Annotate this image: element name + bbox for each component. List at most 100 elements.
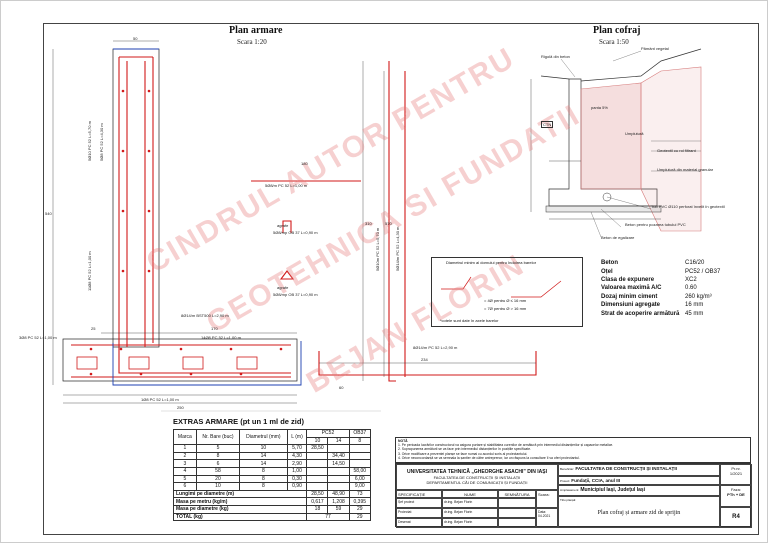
note-line: 2. Suprapunerea armăturii se va face pri… [398,447,532,452]
tb-pr-nr: Pr.nr. 1/2021 [720,464,752,485]
hdr-l: L (m) [286,428,308,446]
plan-armare-scale: Scara 1:20 [237,38,267,46]
tb-hdr-nume: NUME [442,490,498,498]
label-tub-pvc: Tub PVC Ø110 perforat învelit în geotext… [651,204,725,209]
label-umplutura: Umplutură [625,131,644,136]
label-beton-pozare: Beton pentru pozarea tubului PVC [625,222,686,227]
dim-h1: 540 [45,211,52,216]
bar-label-9: 1Ø8 PC 52 L=1,00 m [141,397,179,402]
tb-sign-2 [498,518,536,528]
hdr-d10: 10 [306,436,329,446]
bar-label-8: 3Ø8 PC 52 L=1,00 m [19,335,57,340]
drawing-frame [43,23,759,535]
tb-role-2: Desenat [396,518,442,528]
note-line: 4. Orice neconcordanță se va semnala la … [398,455,580,460]
bar-label-10: 5Ø10m PC 52 L=5,70 m [375,227,380,271]
extras-title: EXTRAS ARMARE (pt un 1 ml de zid) [173,417,304,426]
bar-label-3: 11Ø8 PC 52 L=1,00 m [87,251,92,291]
tb-hdr-spec: SPECIFICAȚIE [396,490,442,498]
plan-cofraj-scale: Scara 1:50 [599,38,629,46]
tb-department: DEPARTAMENTUL CĂI DE COMUNICAȚII ȘI FUND… [426,480,528,485]
hdr-ob37: OB37 [348,429,372,438]
bar-label-13: 14Ø8 PC 52 L=1,00 m [201,335,241,340]
tb-sign-0 [498,498,536,508]
tb-amplasament: Amplasament: Municipiul Iași, Județul Ia… [558,485,720,496]
tb-data: Data: 04.2021 [536,508,558,528]
tb-hdr-semnatura: SEMNĂTURA [498,490,536,498]
wall-section [62,48,298,382]
bar-label-6: 5Ø8/mp OB 37 L=0,90 m [273,292,318,297]
dimension-lines [52,40,297,404]
hdr-diam: Diametrul (mm) [239,428,288,446]
note-line: 3. Orice modificare a prezentei planșe s… [398,451,528,456]
label-geotextil: Geotextil cu rol filtrant [657,148,696,153]
tb-role-0: Șef proiect [396,498,442,508]
legend-line-1: = 4Ø pentru Ø ≤ 16 mm [484,298,527,303]
dim-d2: 310 [365,221,372,226]
hdr-pc52: PC52 [306,429,350,438]
bar-label-11: 5Ø14/m PC 52 L=4,30 m [395,226,400,271]
bar-dimension-lines [319,61,536,381]
tb-name-1: dr.ing. Bejan Florin [442,508,498,518]
bar-label-sapte: agrafe [277,285,289,290]
dim-d4: 234 [421,357,428,362]
hdr-nr: Nr. Bare (buc) [195,428,241,446]
cofraj-dims [530,79,661,220]
tb-sign-1 [498,508,536,518]
dim-d3: 570 [385,221,392,226]
legend-sketch [441,276,562,298]
legend-note: *cotele sunt date în axele barelor [440,318,499,323]
tb-faza: Faza: PTh + DE [720,485,752,507]
tb-titlu: Titlu planșă: Plan cofraj și armare zid … [558,496,720,528]
tb-plansa-nr: R4 [720,507,752,528]
cofraj-leaders [560,50,701,238]
rebar-blue [112,48,302,386]
rebar-wall [71,56,291,378]
plan-cofraj-title: Plan cofraj [593,25,641,36]
dim-w3: 25 [91,326,96,331]
bar-label-4: 5Ø8/m PC 52 L=1,00 m [265,183,308,188]
hdr-marca: Marca [173,428,197,446]
tb-name-2: dr.ing. Bejan Florin [442,518,498,528]
tb-role-1: Proiectat [396,508,442,518]
label-panta: panta 5% [591,105,608,110]
dim-w2: 170 [211,326,218,331]
tb-faculty: FACULTATEA DE CONSTRUCȚII ȘI INSTALAȚII [433,475,521,480]
note-line: 1. Pe perioada lucrărilor constructorul … [398,443,614,448]
tb-proiect: Proiect: Fundații, CCIA, anul III [558,476,720,485]
title-block: UNIVERSITATEA TEHNICĂ „GHEORGHE ASACHI” … [395,463,752,528]
hdr-d8: 8 [348,436,372,446]
cofraj-fill [580,66,702,232]
label-beton-egalizare: Beton de egalizare [601,235,635,240]
legend-title: Diametrul minim al dornului pentru îndoi… [446,260,537,265]
extras-table: Marca Nr. Bare (buc) Diametrul (mm) L (m… [172,428,372,522]
bar-label-1: 5Ø10 PC 52 L=5,70 m [87,121,92,161]
bar-label-5: 5Ø8/mp OB 37 L=0,90 m [273,230,318,235]
plan-armare-title: Plan armare [229,25,283,36]
tb-titlu-plansa: Plan cofraj și armare zid de sprijin [597,510,681,516]
bar-label-12: 8Ø14/m PC 52 L=2,90 m [413,345,458,350]
legend-line-2: = 7Ø pentru Ø > 16 mm [484,306,527,311]
bar-label-agrafe: agrafe [277,223,289,228]
dim-w4: 250 [177,405,184,410]
tb-university: UNIVERSITATEA TEHNICĂ „GHEORGHE ASACHI” … [396,464,558,490]
bar-label-2: 5Ø8 PC 52 L=4,30 m [99,123,104,161]
hdr-d14: 14 [327,436,350,446]
notes-box: NOTĂ 1. Pe perioada lucrărilor construct… [395,437,751,463]
